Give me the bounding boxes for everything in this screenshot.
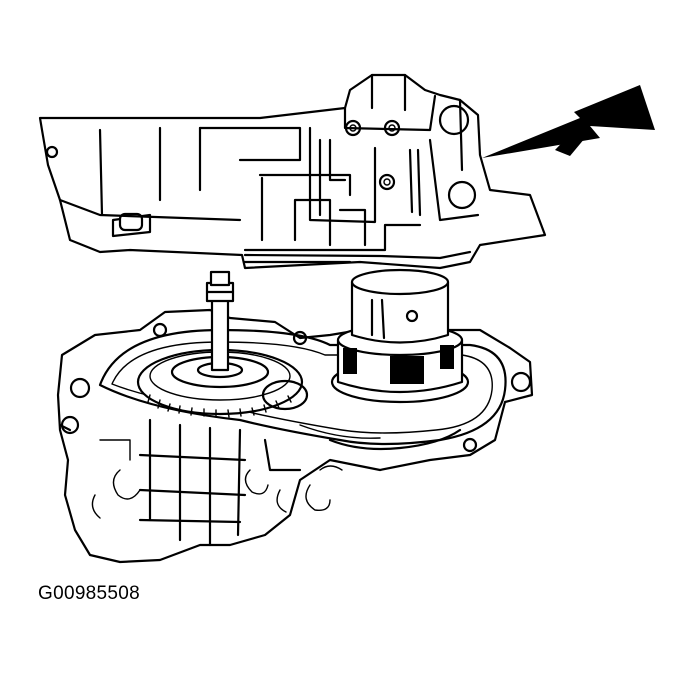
transaxle-case: [38, 73, 547, 270]
figure-id-label: G00985508: [38, 583, 141, 604]
pointer-arrow: [482, 85, 655, 158]
gear-assembly: [136, 348, 309, 418]
clutch-drum: [330, 268, 470, 404]
input-shaft: [205, 270, 235, 372]
